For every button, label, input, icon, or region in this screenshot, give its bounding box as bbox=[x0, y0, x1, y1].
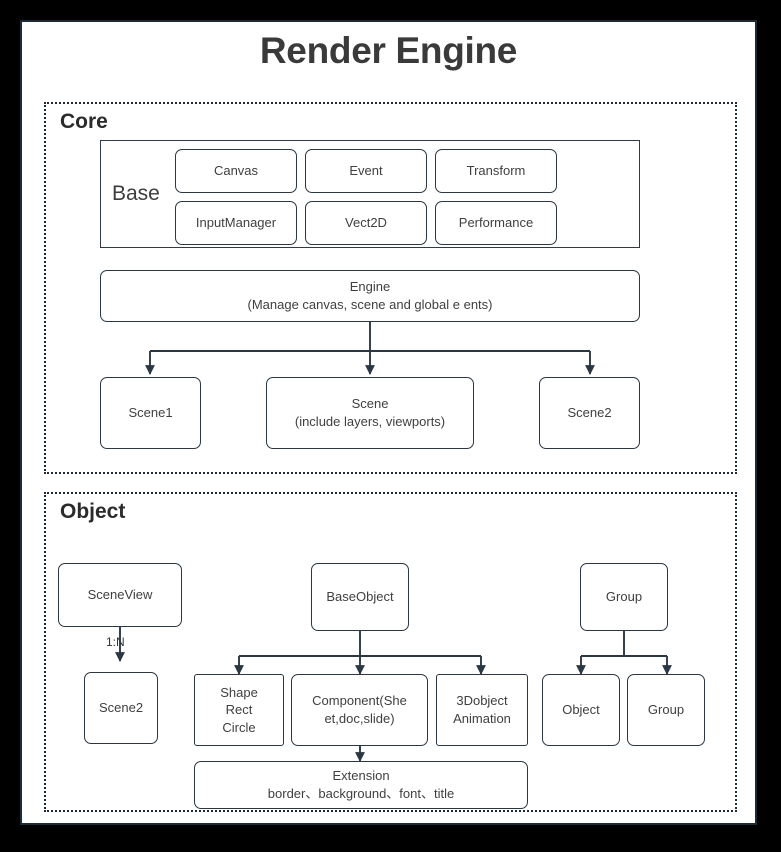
scene2-node[interactable]: Scene2 bbox=[539, 377, 640, 449]
shape-node[interactable]: Shape Rect Circle bbox=[194, 674, 284, 746]
base-item-vect2d[interactable]: Vect2D bbox=[305, 201, 427, 245]
base-item-transform[interactable]: Transform bbox=[435, 149, 557, 193]
base-item-event-label: Event bbox=[349, 163, 383, 179]
base-item-transform-label: Transform bbox=[466, 163, 526, 179]
group-child-group-node[interactable]: Group bbox=[627, 674, 705, 746]
baseobject-node[interactable]: BaseObject bbox=[311, 563, 409, 631]
base-item-performance-label: Performance bbox=[458, 215, 534, 231]
group-child-object-label: Object bbox=[562, 702, 600, 718]
sceneview-child-scene2-node[interactable]: Scene2 bbox=[84, 672, 158, 744]
base-item-inputmanager-label: InputManager bbox=[195, 215, 277, 231]
sceneview-child-scene2-label: Scene2 bbox=[98, 700, 144, 716]
group-child-object-node[interactable]: Object bbox=[542, 674, 620, 746]
group-child-group-label: Group bbox=[647, 702, 685, 718]
diagram-canvas: Render Engine bbox=[20, 20, 757, 825]
extension-node-label: Extension border、background、font、title bbox=[267, 768, 455, 801]
threedobject-node[interactable]: 3Dobject Animation bbox=[436, 674, 528, 746]
threedobject-node-label: 3Dobject Animation bbox=[453, 693, 511, 726]
sceneview-node-label: SceneView bbox=[87, 587, 153, 603]
base-item-canvas[interactable]: Canvas bbox=[175, 149, 297, 193]
group-node[interactable]: Group bbox=[580, 563, 668, 631]
component-node-label: Component(She et,doc,slide) bbox=[312, 693, 407, 726]
page-title: Render Engine bbox=[259, 30, 518, 71]
scene-node[interactable]: Scene (include layers, viewports) bbox=[266, 377, 474, 449]
base-item-vect2d-label: Vect2D bbox=[345, 215, 387, 231]
scene1-node-label: Scene1 bbox=[128, 405, 173, 421]
engine-node-label: Engine (Manage canvas, scene and global … bbox=[247, 279, 493, 312]
scene-node-label: Scene (include layers, viewports) bbox=[294, 396, 446, 429]
scene1-node[interactable]: Scene1 bbox=[100, 377, 201, 449]
group-node-label: Group bbox=[605, 589, 643, 605]
core-section-title: Core bbox=[60, 110, 108, 133]
shape-node-label: Shape Rect Circle bbox=[220, 684, 258, 735]
object-section-title: Object bbox=[60, 500, 126, 523]
sceneview-node[interactable]: SceneView bbox=[58, 563, 182, 627]
extension-node[interactable]: Extension border、background、font、title bbox=[194, 761, 528, 809]
base-label: Base bbox=[112, 182, 160, 205]
sceneview-edge-label: 1:N bbox=[106, 635, 125, 649]
base-item-canvas-label: Canvas bbox=[213, 163, 259, 179]
base-item-performance[interactable]: Performance bbox=[435, 201, 557, 245]
base-item-inputmanager[interactable]: InputManager bbox=[175, 201, 297, 245]
baseobject-node-label: BaseObject bbox=[326, 589, 394, 605]
engine-node[interactable]: Engine (Manage canvas, scene and global … bbox=[100, 270, 640, 322]
scene2-node-label: Scene2 bbox=[567, 405, 612, 421]
base-item-event[interactable]: Event bbox=[305, 149, 427, 193]
component-node[interactable]: Component(She et,doc,slide) bbox=[291, 674, 428, 746]
object-section: Object bbox=[44, 492, 737, 812]
core-section: Core bbox=[44, 102, 737, 474]
